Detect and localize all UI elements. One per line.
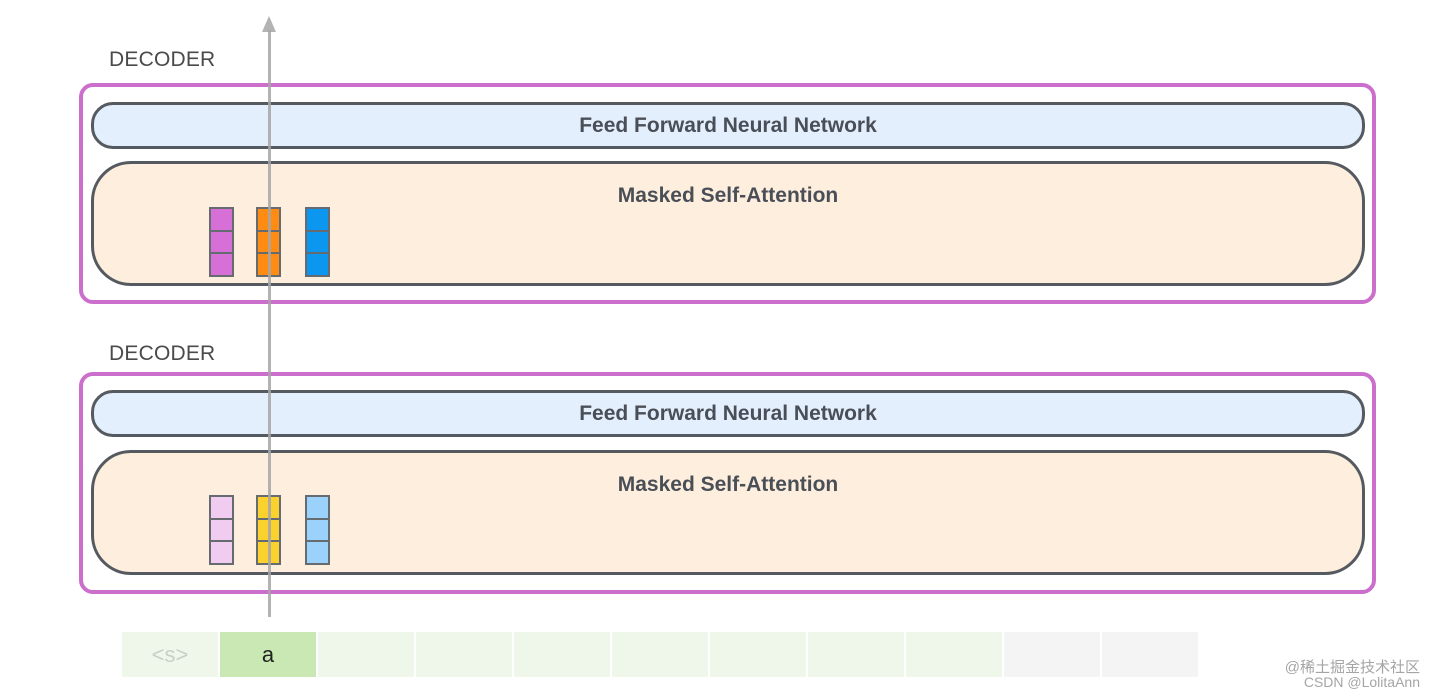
- vector-top-3: [305, 207, 330, 277]
- token-cell: <s>: [122, 632, 218, 677]
- token-cell: [906, 632, 1002, 677]
- token-cell: [710, 632, 806, 677]
- masked-self-attention-label-top: Masked Self-Attention: [617, 184, 839, 207]
- token-row: <s>a: [122, 632, 1200, 677]
- watermark-line1: @稀土掘金技术社区: [1284, 659, 1420, 676]
- masked-self-attention-bottom: Masked Self-Attention: [91, 450, 1365, 575]
- decoder-label-bottom: DECODER: [109, 342, 216, 365]
- token-cell: [514, 632, 610, 677]
- vector-top-1: [209, 207, 234, 277]
- ffnn-label-bottom: Feed Forward Neural Network: [579, 401, 877, 425]
- flow-arrow-head: [262, 16, 276, 32]
- token-cell: [1102, 632, 1198, 677]
- masked-self-attention-top: Masked Self-Attention: [91, 161, 1365, 286]
- token-cell: [318, 632, 414, 677]
- ffnn-layer-bottom: Feed Forward Neural Network: [91, 390, 1365, 437]
- ffnn-label-top: Feed Forward Neural Network: [579, 113, 877, 137]
- flow-arrow-line: [268, 30, 271, 617]
- token-cell: [612, 632, 708, 677]
- token-current: a: [220, 632, 316, 677]
- vector-bottom-1: [209, 495, 234, 565]
- ffnn-layer-top: Feed Forward Neural Network: [91, 102, 1365, 149]
- token-cell: [808, 632, 904, 677]
- token-cell: [416, 632, 512, 677]
- token-cell: [1004, 632, 1100, 677]
- watermark-line2: CSDN @LolitaAnn: [1303, 674, 1420, 690]
- masked-self-attention-label-bottom: Masked Self-Attention: [617, 473, 839, 496]
- vector-bottom-3: [305, 495, 330, 565]
- decoder-label-top: DECODER: [109, 48, 216, 71]
